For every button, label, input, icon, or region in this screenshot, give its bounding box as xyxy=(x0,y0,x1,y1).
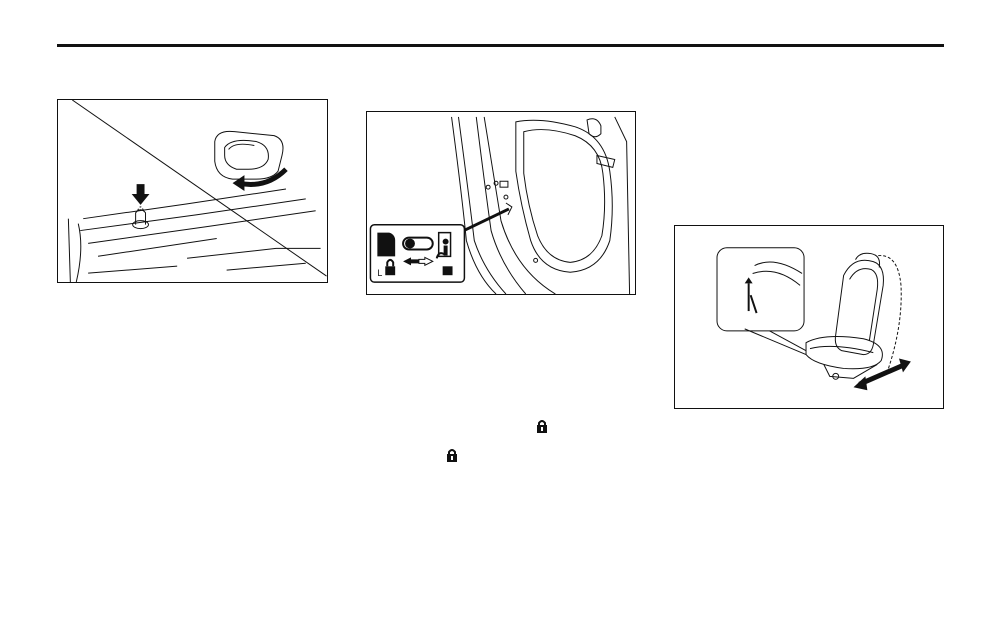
seat-slide-icon xyxy=(716,247,911,391)
header-rule xyxy=(57,44,944,47)
child-safety-lock-icon: L xyxy=(369,116,631,294)
door-lock-knob-illustration xyxy=(57,99,328,283)
lock-knob-press-icon xyxy=(67,100,327,282)
padlock-icon xyxy=(447,449,457,462)
child-lock-illustration: L xyxy=(366,111,636,295)
padlock-icon xyxy=(537,420,547,433)
lock-label-left: L xyxy=(377,268,382,278)
seat-adjust-illustration xyxy=(674,225,944,409)
